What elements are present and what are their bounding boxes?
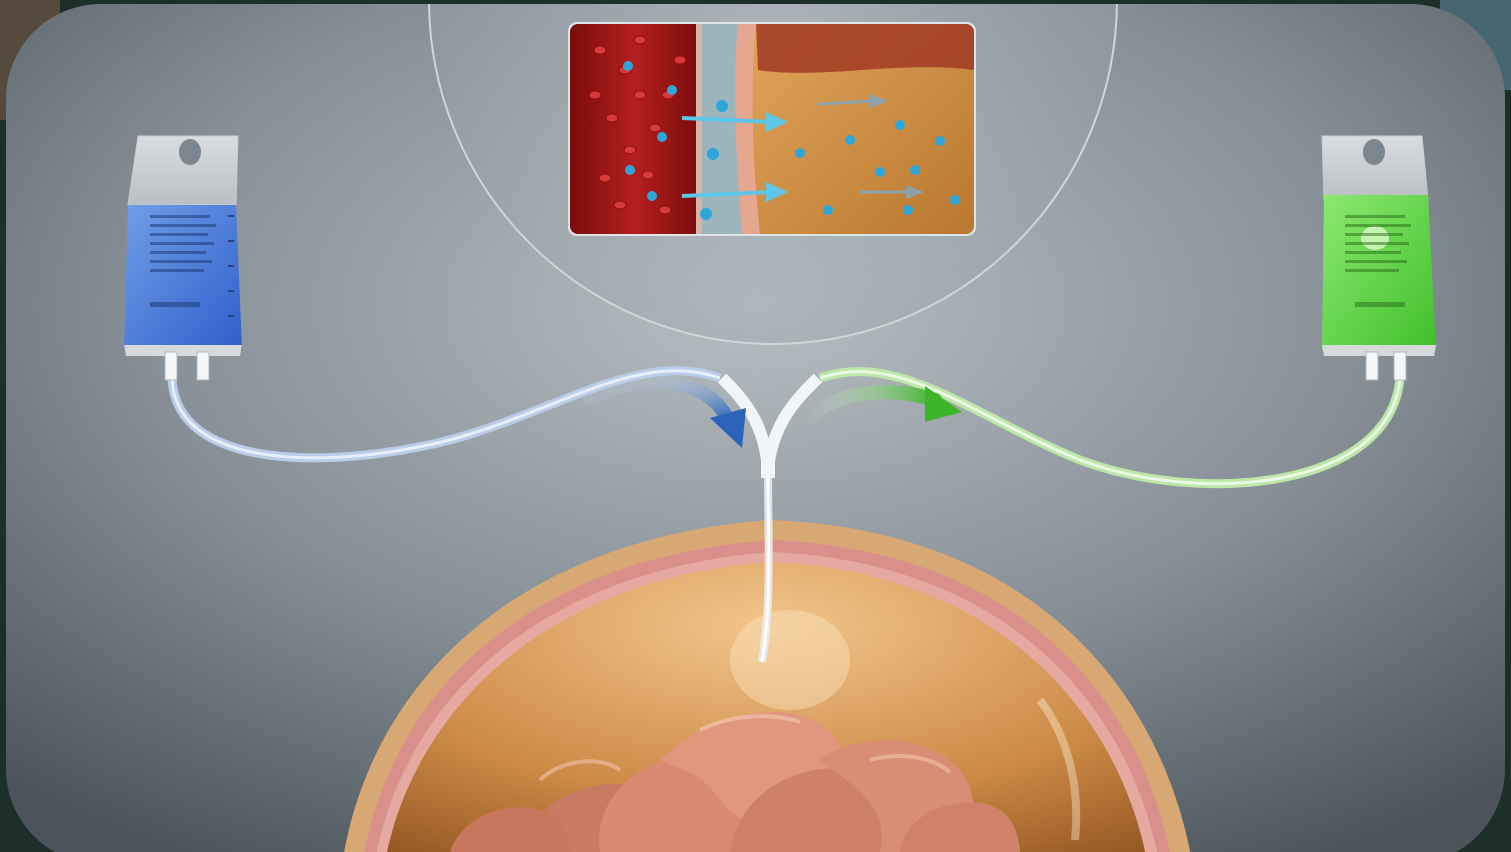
drained-solution-fluid <box>1322 195 1436 350</box>
diffusion-inset <box>568 22 976 236</box>
iv-bag-icon <box>124 136 242 380</box>
blood-vessel <box>570 24 700 234</box>
iv-bag-icon <box>1322 136 1436 380</box>
main-panel <box>6 0 1505 852</box>
